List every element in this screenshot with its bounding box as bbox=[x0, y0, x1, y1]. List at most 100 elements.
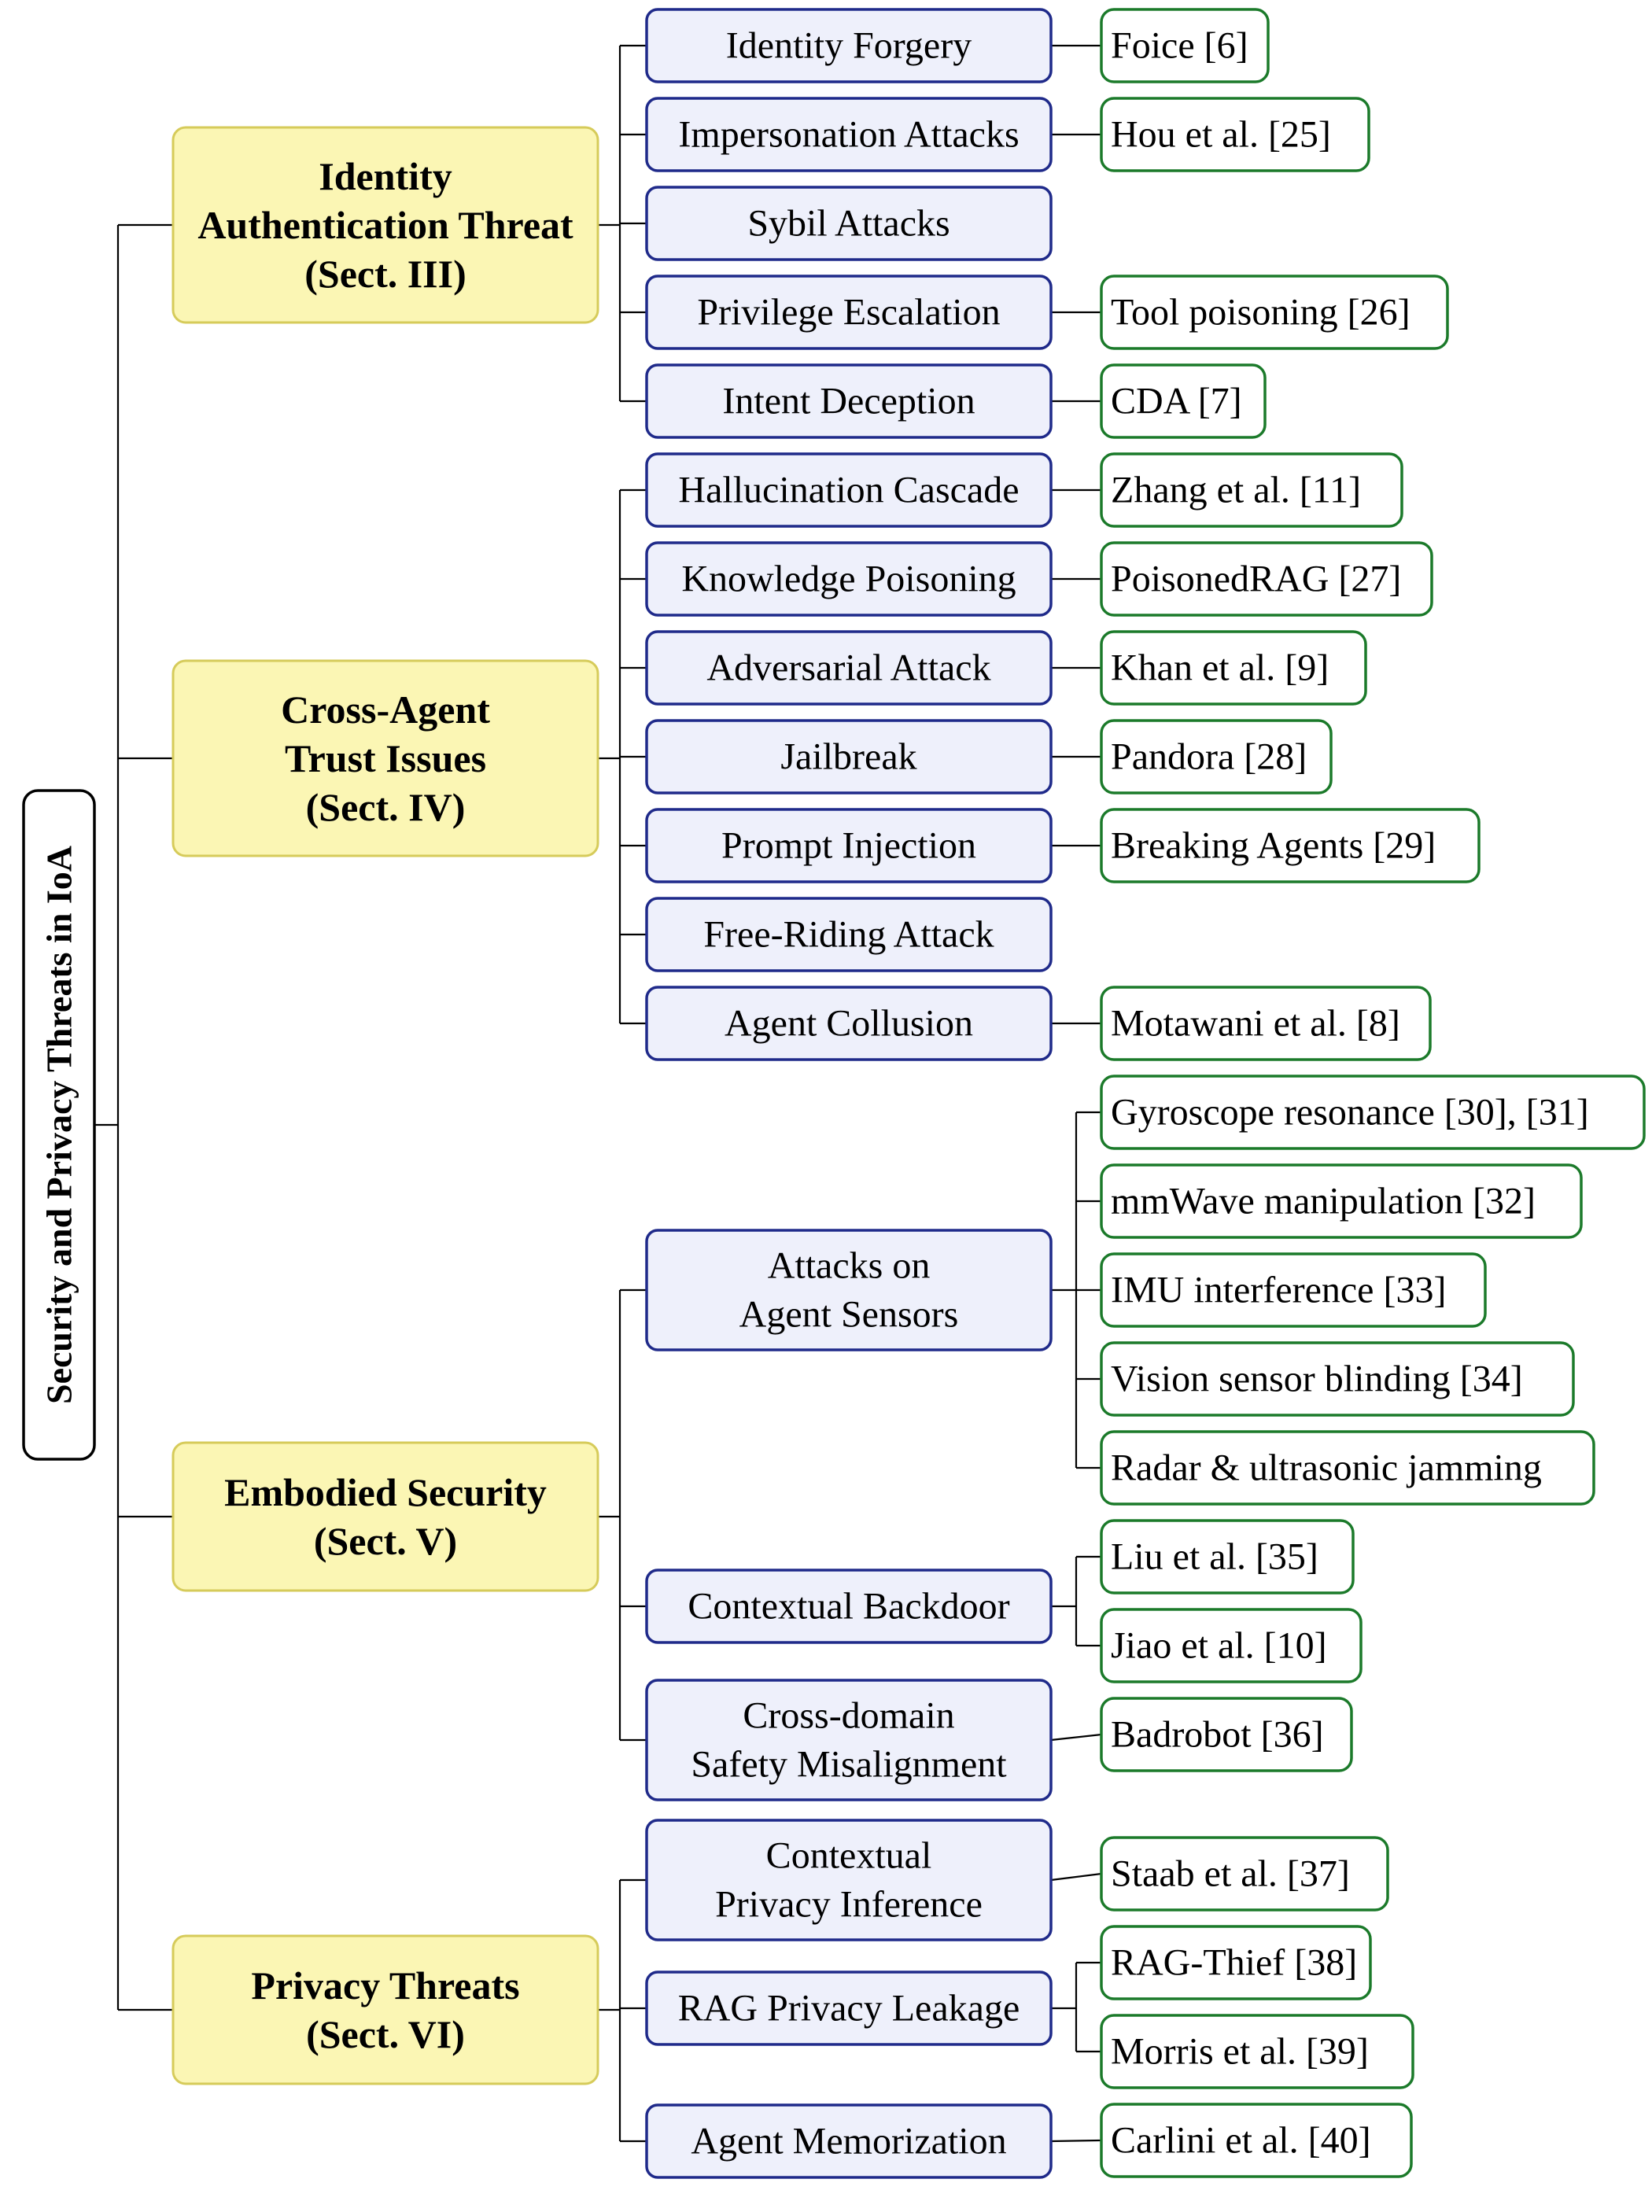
reference-adversarial-attack-0-box bbox=[1100, 630, 1367, 706]
threat-hallucination-cascade-box bbox=[645, 452, 1053, 528]
reference-attacks-on-agent-sensors-1-box bbox=[1100, 1163, 1583, 1239]
reference-adversarial-attack-0-label: Khan et al. [9] bbox=[1111, 647, 1329, 689]
reference-agent-memorization-0-label: Carlini et al. [40] bbox=[1111, 2120, 1371, 2162]
reference-rag-privacy-leakage-0-box bbox=[1100, 1925, 1372, 2000]
reference-agent-memorization-0: Carlini et al. [40] bbox=[1100, 2103, 1413, 2178]
category-embodied: Embodied Security(Sect. V) bbox=[171, 1441, 599, 1592]
reference-attacks-on-agent-sensors-1: mmWave manipulation [32] bbox=[1100, 1163, 1583, 1239]
threat-hallucination-cascade: Hallucination Cascade bbox=[645, 452, 1053, 528]
reference-agent-memorization-0-box bbox=[1100, 2103, 1413, 2178]
reference-contextual-backdoor-1-label: Jiao et al. [10] bbox=[1111, 1625, 1327, 1667]
reference-contextual-backdoor-1-box bbox=[1100, 1608, 1363, 1683]
reference-attacks-on-agent-sensors-3-label: Vision sensor blinding [34] bbox=[1111, 1359, 1523, 1400]
threat-privilege-escalation-box bbox=[645, 275, 1053, 350]
reference-adversarial-attack-0: Khan et al. [9] bbox=[1100, 630, 1367, 706]
threat-adversarial-attack: Adversarial Attack bbox=[645, 630, 1053, 706]
reference-attacks-on-agent-sensors-3-box bbox=[1100, 1341, 1575, 1417]
threat-impersonation-attacks-box bbox=[645, 97, 1053, 172]
reference-attacks-on-agent-sensors-0-box bbox=[1100, 1075, 1646, 1150]
threat-attacks-on-agent-sensors-label: Attacks on bbox=[768, 1245, 931, 1287]
reference-impersonation-attacks-0-box bbox=[1100, 97, 1370, 172]
reference-identity-forgery-0-box bbox=[1100, 8, 1270, 83]
threat-jailbreak-box bbox=[645, 719, 1053, 794]
threat-prompt-injection: Prompt Injection bbox=[645, 808, 1053, 883]
category-privacy-label: Privacy Threats bbox=[251, 1963, 519, 2007]
threat-agent-memorization-box bbox=[645, 2103, 1053, 2179]
category-identity-label: Authentication Threat bbox=[197, 203, 573, 247]
reference-prompt-injection-0-box bbox=[1100, 808, 1481, 883]
reference-impersonation-attacks-0-label: Hou et al. [25] bbox=[1111, 114, 1331, 156]
reference-privilege-escalation-0-label: Tool poisoning [26] bbox=[1111, 292, 1410, 334]
reference-contextual-privacy-inference-0-box bbox=[1100, 1836, 1389, 1912]
category-identity-label: Identity bbox=[319, 154, 452, 198]
threat-agent-collusion-box bbox=[645, 986, 1053, 1061]
reference-identity-forgery-0-label: Foice [6] bbox=[1111, 25, 1248, 67]
threat-impersonation-attacks: Impersonation Attacks bbox=[645, 97, 1053, 172]
threat-contextual-backdoor: Contextual Backdoor bbox=[645, 1569, 1053, 1644]
threat-jailbreak-label: Jailbreak bbox=[780, 736, 916, 778]
threat-knowledge-poisoning: Knowledge Poisoning bbox=[645, 541, 1053, 617]
reference-contextual-backdoor-0-box bbox=[1100, 1519, 1355, 1594]
category-embodied-label: Embodied Security bbox=[224, 1470, 547, 1514]
category-cross-agent-box bbox=[171, 659, 599, 857]
threat-cross-domain-safety-misalignment-label: Safety Misalignment bbox=[691, 1744, 1007, 1786]
threat-hallucination-cascade-label: Hallucination Cascade bbox=[678, 470, 1019, 511]
reference-attacks-on-agent-sensors-4: Radar & ultrasonic jamming bbox=[1100, 1430, 1595, 1506]
category-identity-box bbox=[171, 126, 599, 324]
reference-rag-privacy-leakage-1-box bbox=[1100, 2014, 1414, 2089]
threat-knowledge-poisoning-label: Knowledge Poisoning bbox=[681, 559, 1016, 600]
reference-hallucination-cascade-0: Zhang et al. [11] bbox=[1100, 452, 1403, 528]
category-identity-label: (Sect. III) bbox=[304, 252, 466, 296]
reference-attacks-on-agent-sensors-4-label: Radar & ultrasonic jamming bbox=[1111, 1447, 1542, 1489]
threat-prompt-injection-box bbox=[645, 808, 1053, 883]
reference-rag-privacy-leakage-0-label: RAG-Thief [38] bbox=[1111, 1942, 1357, 1984]
threat-attacks-on-agent-sensors-box bbox=[645, 1229, 1053, 1351]
reference-contextual-backdoor-1: Jiao et al. [10] bbox=[1100, 1608, 1363, 1683]
reference-jailbreak-0-box bbox=[1100, 719, 1333, 794]
threat-free-riding-attack-box bbox=[645, 897, 1053, 972]
category-cross-agent-label: (Sect. IV) bbox=[306, 785, 466, 829]
threat-prompt-injection-label: Prompt Injection bbox=[721, 825, 976, 867]
reference-cross-domain-safety-misalignment-0-box bbox=[1100, 1697, 1353, 1772]
reference-contextual-backdoor-0-label: Liu et al. [35] bbox=[1111, 1536, 1318, 1578]
threat-identity-forgery: Identity Forgery bbox=[645, 8, 1053, 83]
reference-connector bbox=[1050, 1872, 1102, 1882]
threat-agent-collusion-label: Agent Collusion bbox=[725, 1003, 973, 1045]
threat-rag-privacy-leakage-box bbox=[645, 1971, 1053, 2046]
category-cross-agent-label: Cross-Agent bbox=[281, 688, 490, 732]
threat-sybil-attacks-box bbox=[645, 186, 1053, 261]
reference-attacks-on-agent-sensors-1-label: mmWave manipulation [32] bbox=[1111, 1181, 1536, 1222]
threat-sybil-attacks-label: Sybil Attacks bbox=[747, 203, 950, 245]
threat-contextual-privacy-inference-label: Contextual bbox=[766, 1835, 932, 1877]
threat-contextual-privacy-inference-box bbox=[645, 1819, 1053, 1941]
reference-agent-collusion-0: Motawani et al. [8] bbox=[1100, 986, 1432, 1061]
threat-agent-memorization-label: Agent Memorization bbox=[691, 2121, 1006, 2162]
reference-connector bbox=[1050, 1733, 1102, 1742]
threat-agent-collusion: Agent Collusion bbox=[645, 986, 1053, 1061]
reference-agent-collusion-0-label: Motawani et al. [8] bbox=[1111, 1003, 1400, 1045]
reference-privilege-escalation-0-box bbox=[1100, 275, 1449, 350]
threat-agent-memorization: Agent Memorization bbox=[645, 2103, 1053, 2179]
reference-jailbreak-0-label: Pandora [28] bbox=[1111, 736, 1307, 778]
reference-attacks-on-agent-sensors-0-label: Gyroscope resonance [30], [31] bbox=[1111, 1092, 1589, 1134]
reference-rag-privacy-leakage-0: RAG-Thief [38] bbox=[1100, 1925, 1372, 2000]
reference-connector bbox=[1050, 2139, 1102, 2143]
reference-prompt-injection-0: Breaking Agents [29] bbox=[1100, 808, 1481, 883]
reference-jailbreak-0: Pandora [28] bbox=[1100, 719, 1333, 794]
reference-contextual-privacy-inference-0-label: Staab et al. [37] bbox=[1111, 1853, 1350, 1895]
reference-impersonation-attacks-0: Hou et al. [25] bbox=[1100, 97, 1370, 172]
reference-agent-collusion-0-box bbox=[1100, 986, 1432, 1061]
threat-adversarial-attack-label: Adversarial Attack bbox=[706, 647, 990, 689]
reference-rag-privacy-leakage-1-label: Morris et al. [39] bbox=[1111, 2031, 1369, 2073]
threat-contextual-backdoor-box bbox=[645, 1569, 1053, 1644]
reference-intent-deception-0-box bbox=[1100, 363, 1267, 439]
threat-intent-deception-box bbox=[645, 363, 1053, 439]
reference-hallucination-cascade-0-box bbox=[1100, 452, 1403, 528]
category-embodied-box bbox=[171, 1441, 599, 1592]
reference-knowledge-poisoning-0: PoisonedRAG [27] bbox=[1100, 541, 1433, 617]
reference-cross-domain-safety-misalignment-0: Badrobot [36] bbox=[1100, 1697, 1353, 1772]
threat-intent-deception: Intent Deception bbox=[645, 363, 1053, 439]
threat-free-riding-attack-label: Free-Riding Attack bbox=[703, 914, 994, 956]
